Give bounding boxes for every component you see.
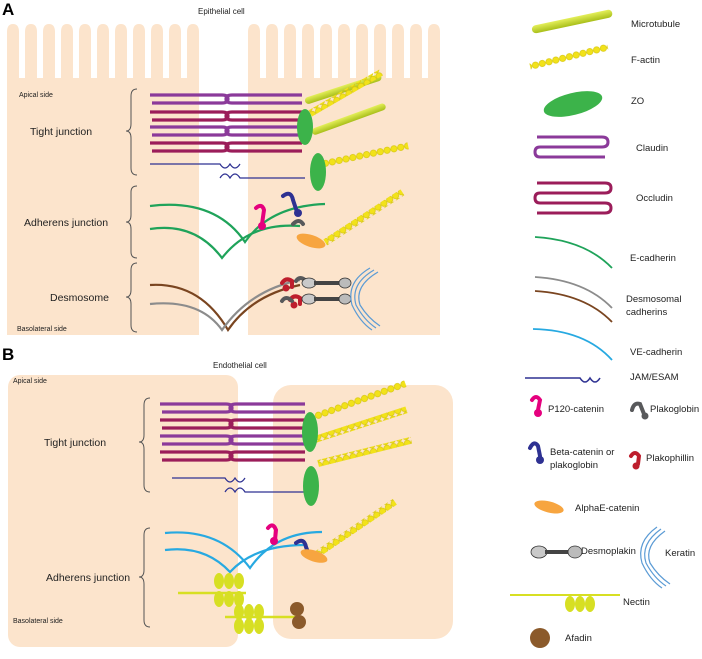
panel-a-factin <box>308 69 409 246</box>
panel-a-tight-label: Tight junction <box>30 126 93 138</box>
panel-b-afadin <box>292 615 306 629</box>
panel-a-jam <box>150 162 305 180</box>
panel-b-tight-label: Tight junction <box>44 437 107 449</box>
legend-claudin-label: Claudin <box>636 143 669 154</box>
panel-a-keratin <box>350 267 381 331</box>
panel-a-letter: A <box>2 0 15 19</box>
panel-a-adherens-label: Adherens junction <box>24 217 109 229</box>
legend-occludin-label: Occludin <box>636 193 673 204</box>
panel-a-apical: Apical side <box>19 92 53 99</box>
panel-b-nectin <box>178 573 300 634</box>
legend-keratin-symbol <box>640 526 671 589</box>
panel-b-factin <box>313 380 413 559</box>
legend-desmosomal-label: Desmosomal cadherins <box>626 294 682 318</box>
panel-a-betacatenin <box>281 191 299 214</box>
panel-a-plakoglobin <box>291 219 305 226</box>
legend-keratin-label: Keratin <box>665 548 696 559</box>
panel-a-zo <box>297 109 313 145</box>
legend-alphae-label: AlphaE-catenin <box>575 503 640 514</box>
panel-a-desmosome-label: Desmosome <box>50 292 109 304</box>
legend-desmosomal-symbol <box>534 276 613 309</box>
legend-p120-symbol <box>530 395 543 412</box>
panel-a-p120 <box>254 203 267 226</box>
panel-b-letter: B <box>2 345 15 364</box>
legend-nectin-label: Nectin <box>623 597 650 608</box>
panel-a-basolateral: Basolateral side <box>17 326 67 333</box>
legend-factin-symbol <box>529 43 609 70</box>
legend-occludin-symbol <box>533 181 613 215</box>
panel-b-tight-strands <box>160 402 305 462</box>
legend-vecadherin-label: VE-cadherin <box>630 347 683 358</box>
legend-claudin-symbol <box>533 135 610 159</box>
legend-factin-label: F-actin <box>631 55 661 66</box>
panel-a-title: Epithelial cell <box>198 7 245 16</box>
legend-betacatenin-symbol <box>528 441 542 458</box>
legend-zo-label: ZO <box>631 96 645 107</box>
legend-plakophilin-label: Plakophillin <box>646 453 695 464</box>
panel-a-desmoplakin <box>301 277 352 305</box>
panel-a-desmosomal <box>149 278 301 333</box>
legend-plakophilin-symbol <box>629 451 642 466</box>
legend-plakoglobin-label: Plakoglobin <box>650 404 700 415</box>
legend-jam-symbol <box>525 376 601 383</box>
legend-ecadherin-label: E-cadherin <box>630 253 676 264</box>
legend-afadin-symbol <box>530 628 550 648</box>
panel-a-tight-strands <box>150 93 302 153</box>
legend-desmoplakin-label: Desmoplakin <box>581 546 636 557</box>
panel-b-apical: Apical side <box>13 378 47 385</box>
legend-betacatenin-label: Beta-catenin or plakoglobin <box>550 447 615 471</box>
panel-b-basolateral: Basolateral side <box>13 618 63 625</box>
panel-b-adherens-label: Adherens junction <box>46 572 131 584</box>
legend-nectin-symbol <box>510 594 620 612</box>
panel-b-jam <box>172 476 305 494</box>
panel-b-brackets <box>138 397 151 628</box>
legend-microtubule-label: Microtubule <box>631 19 681 30</box>
panel-b-vecadherin <box>164 530 323 574</box>
legend-symbols <box>510 9 671 648</box>
legend-vecadherin-symbol <box>532 328 613 361</box>
endothelial-cell-right <box>273 385 453 639</box>
legend-jam-label: JAM/ESAM <box>630 372 679 383</box>
legend-zo-symbol <box>543 91 603 117</box>
legend-ecadherin-symbol <box>534 236 613 269</box>
panel-b-afadin <box>290 602 304 616</box>
panel-a-zo <box>310 153 326 191</box>
legend-afadin-label: Afadin <box>565 633 592 644</box>
legend-desmoplakin-symbol <box>530 545 583 559</box>
legend-alphae-symbol <box>534 500 564 514</box>
legend-microtubule-symbol <box>531 9 613 34</box>
legend-p120-label: P120-catenin <box>548 404 604 415</box>
epithelial-cell-left <box>7 24 199 335</box>
panel-a-cells <box>7 24 440 335</box>
panel-b-zo <box>302 412 318 452</box>
legend-plakoglobin-symbol <box>630 401 646 416</box>
panel-a-brackets <box>125 88 138 333</box>
epithelial-cell-right <box>248 24 440 335</box>
panel-b-zo <box>303 466 319 506</box>
panel-a-ecadherin <box>149 202 326 260</box>
panel-a-alphae <box>296 233 326 249</box>
panel-b-title: Endothelial cell <box>213 361 267 370</box>
endothelial-cell-left <box>8 375 238 647</box>
